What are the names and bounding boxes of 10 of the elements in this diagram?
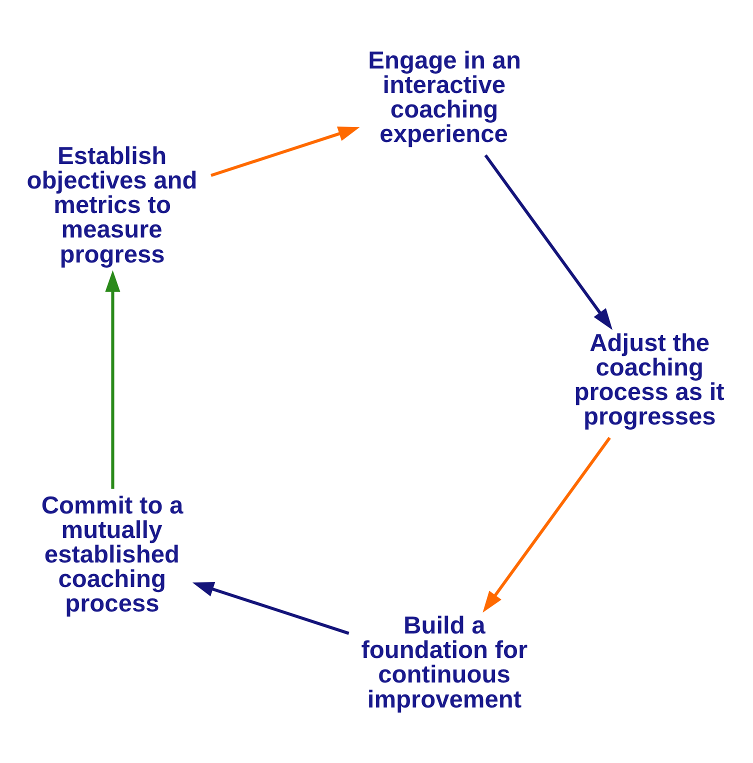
node-text: Adjust the coaching process as it progresses bbox=[574, 329, 724, 430]
arrow bbox=[192, 582, 350, 634]
node-text: Establish objectives and metrics to measure progress bbox=[26, 142, 198, 268]
arrow bbox=[210, 126, 360, 176]
node-text: Build a foundation for continuous improvement bbox=[361, 612, 528, 713]
arrow bbox=[105, 270, 120, 488]
node-text: Commit to a mutually established coaching process bbox=[41, 492, 184, 618]
node-text: Engage in an interactive coaching experience bbox=[368, 46, 521, 148]
arrow bbox=[482, 436, 611, 612]
arrow bbox=[484, 154, 612, 330]
